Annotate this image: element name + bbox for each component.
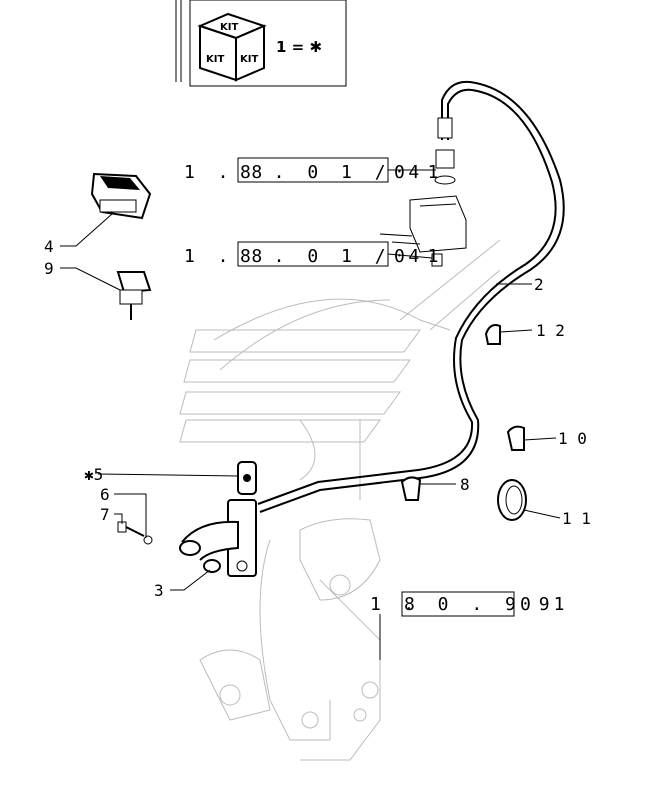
kit-legend: 1 = ✱ <box>276 38 322 56</box>
cylinder-assembly <box>179 461 257 577</box>
reference-prefix: 1 . 8 <box>184 246 268 267</box>
clip-part-11 <box>497 479 527 521</box>
callout-10: 1 0 <box>558 429 587 448</box>
clip-part-12 <box>484 324 501 345</box>
switch-part-9 <box>116 271 152 320</box>
reference-number: 8 . 0 1 / 4 <box>240 162 425 183</box>
fitting-part-8 <box>400 476 422 501</box>
reference-prefix: 1 . <box>370 594 421 615</box>
hose-line <box>257 80 565 513</box>
callout-7: 7 <box>100 505 110 524</box>
kit-label-left: KIT <box>206 54 224 65</box>
washer-part-6 <box>143 535 153 545</box>
callout-6: 6 <box>100 485 110 504</box>
callout-11: 1 1 <box>562 509 591 528</box>
reference-number: 8 0 . 9 9 <box>404 594 556 615</box>
bolt-part-7 <box>117 521 145 537</box>
callout-9: 9 <box>44 259 54 278</box>
callout-labels: 2 1 2 1 0 1 1 8 4 9 ✱5 6 7 3 <box>44 237 591 600</box>
machine-frame-outline <box>179 239 501 761</box>
reference-suffix: 0 1 <box>394 162 445 183</box>
callout-5: ✱5 <box>84 465 103 484</box>
reference-2: 1 . 8 8 . 0 1 / 4 0 1 <box>184 241 439 267</box>
callout-8: 8 <box>460 475 470 494</box>
reference-suffix: 0 1 <box>520 594 571 615</box>
callout-4: 4 <box>44 237 54 256</box>
reference-1: 1 . 8 8 . 0 1 / 4 0 1 <box>184 157 445 183</box>
clip-part-10 <box>506 425 525 451</box>
reference-number: 8 . 0 1 / 4 <box>240 246 425 267</box>
kit-header: KIT KIT KIT 1 = ✱ <box>175 0 347 87</box>
reference-prefix: 1 . 8 <box>184 162 268 183</box>
callout-12: 1 2 <box>536 321 565 340</box>
kit-label-right: KIT <box>240 54 258 65</box>
kit-label-top: KIT <box>220 22 238 33</box>
callout-3: 3 <box>154 581 164 600</box>
valve-block <box>379 149 467 267</box>
reference-3: 1 . 8 0 . 9 9 0 1 <box>370 591 571 617</box>
callout-2: 2 <box>534 275 544 294</box>
leader-lines <box>60 169 561 660</box>
switch-part-4 <box>90 172 152 220</box>
kit-box-icon: KIT KIT KIT <box>197 12 267 82</box>
